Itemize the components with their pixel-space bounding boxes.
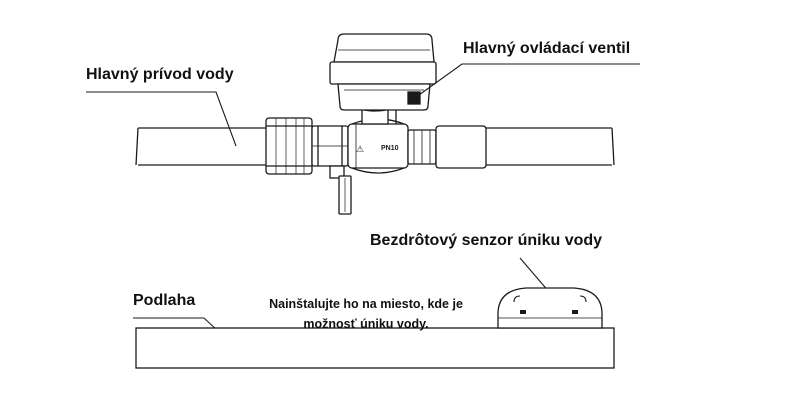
wireless-leak-sensor: [497, 287, 603, 329]
installation-note: Nainštalujte ho na miesto, kde je možnos…: [248, 294, 484, 334]
leader-main-valve: [411, 63, 640, 101]
leader-lines: [86, 63, 640, 345]
main-water-pipe: [135, 127, 615, 166]
label-main-water-supply: Hlavný prívod vody: [86, 66, 234, 83]
label-wireless-leak-sensor: Bezdrôtový senzor úniku vody: [370, 232, 603, 249]
pipe-connector: [407, 125, 487, 169]
valve-brand-mark: ⚠: [356, 145, 364, 155]
valve-size-marking: PN10: [381, 145, 399, 152]
valve-actuator: [329, 33, 437, 111]
leader-main-supply: [86, 91, 237, 147]
label-main-control-valve: Hlavný ovládací ventil: [463, 40, 631, 57]
installation-note-line-2: možnosť úniku vody.: [303, 317, 429, 331]
union-coupling-nut: [265, 117, 313, 175]
label-floor: Podlaha: [133, 292, 196, 309]
floor-slab: [135, 327, 615, 369]
hex-nut: [311, 125, 349, 167]
installation-note-line-1: Nainštalujte ho na miesto, kde je: [269, 297, 463, 311]
manual-lever-handle: [329, 165, 352, 215]
